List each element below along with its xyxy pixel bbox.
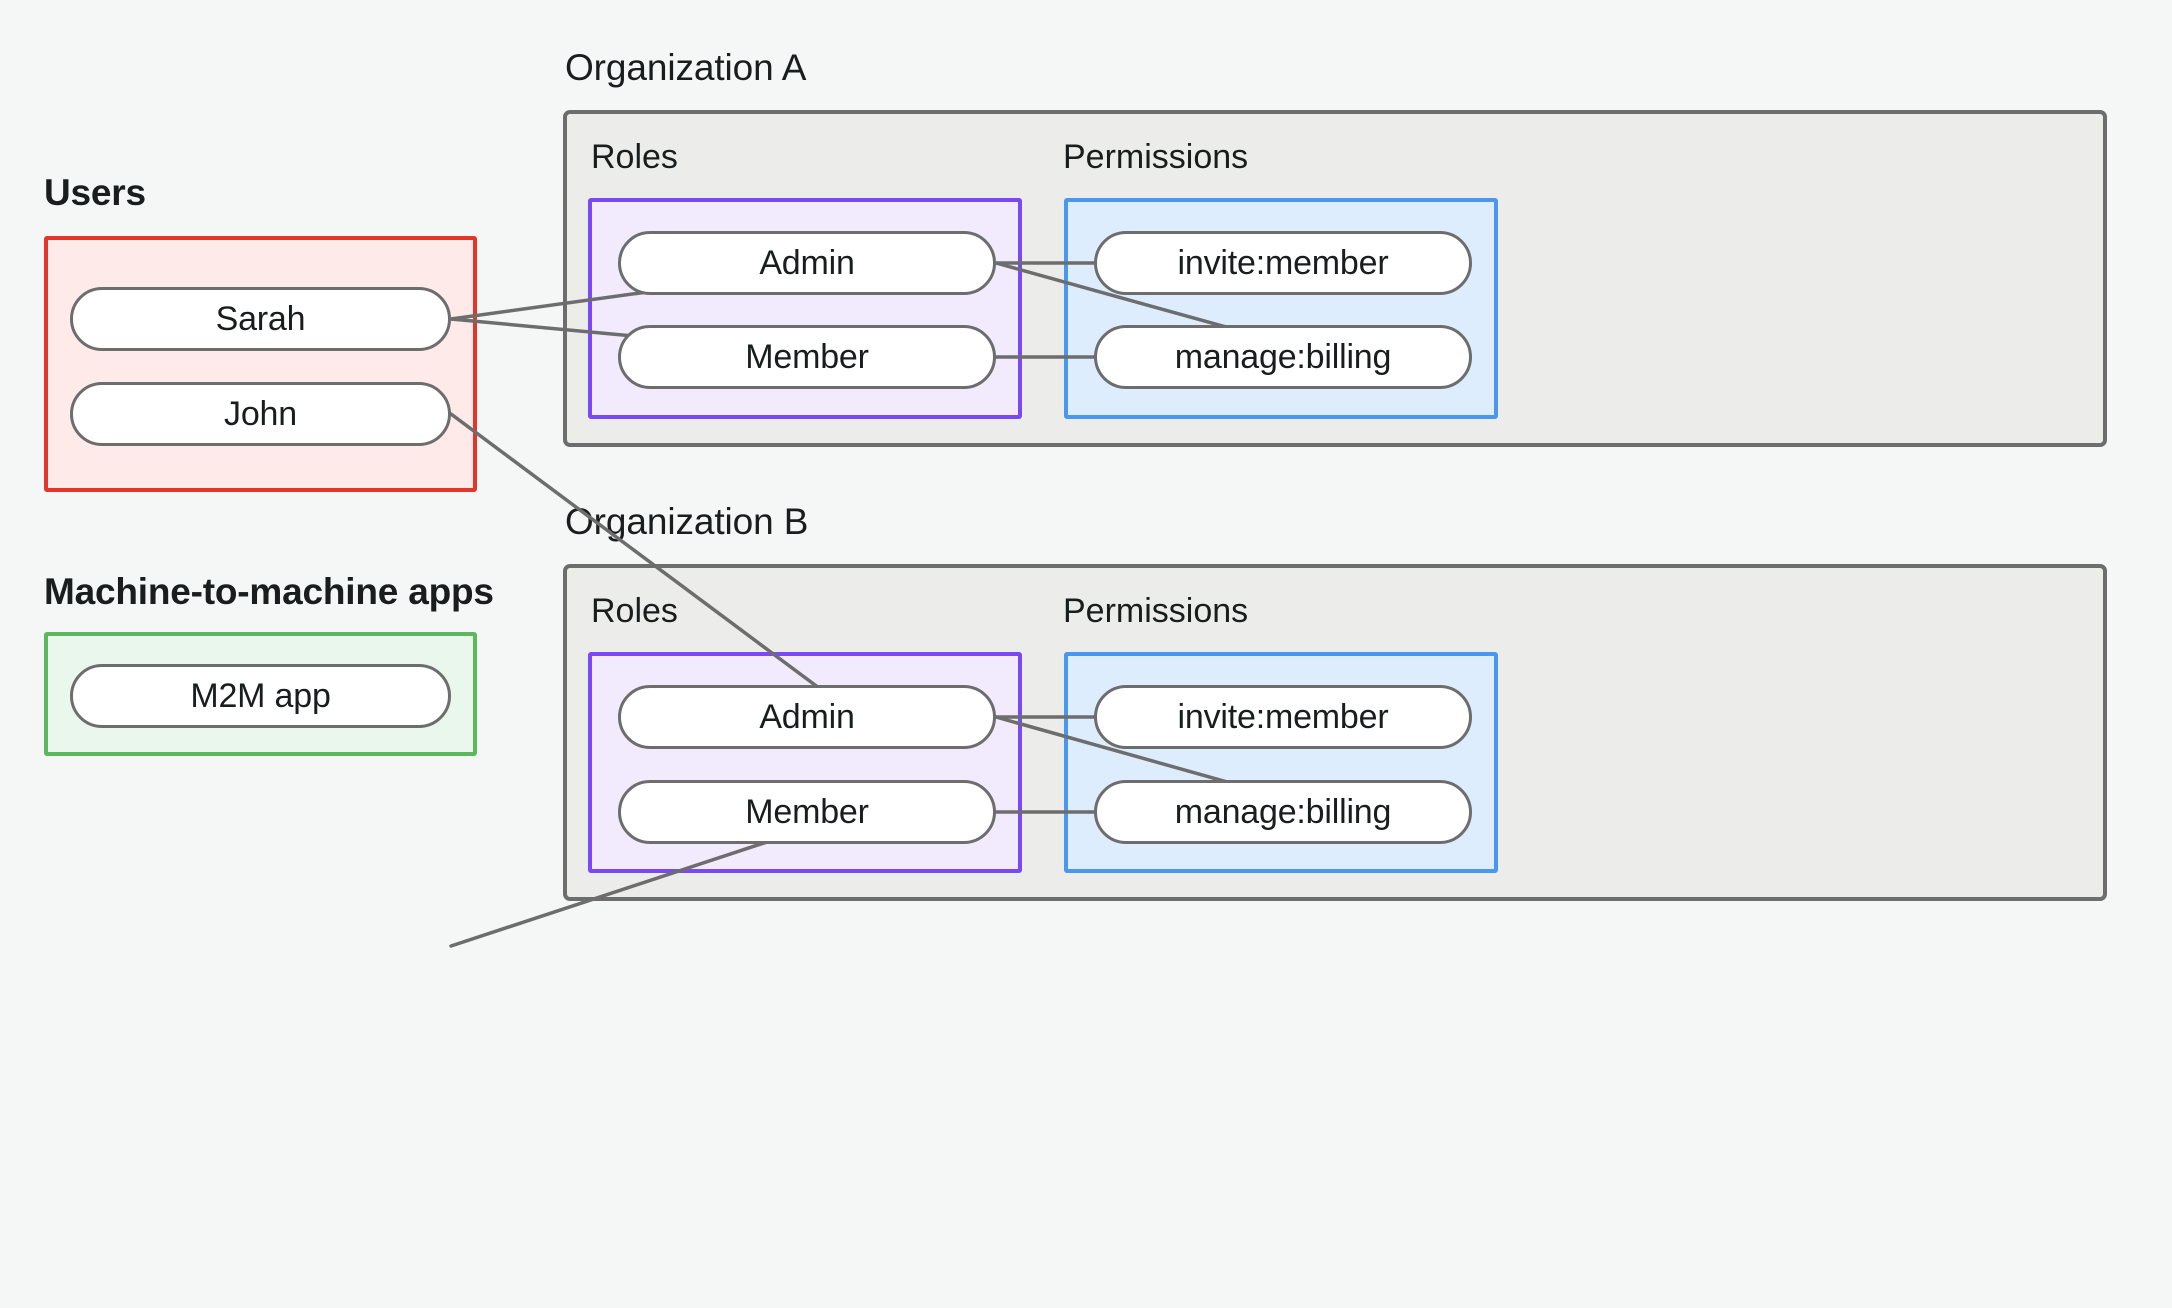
organization-b-role-member[interactable]: Member (618, 780, 996, 844)
user-node-john[interactable]: John (70, 382, 451, 446)
organization-a-permissions-label: Permissions (1063, 138, 1249, 176)
user-node-sarah[interactable]: Sarah (70, 287, 451, 351)
organization-b-permissions-label: Permissions (1063, 592, 1249, 630)
organization-b-permission-manage-billing[interactable]: manage:billing (1094, 780, 1472, 844)
organization-a-permission-invite-member[interactable]: invite:member (1094, 231, 1472, 295)
organization-b-roles-label: Roles (591, 592, 678, 630)
organization-a-label: Organization A (565, 47, 807, 88)
m2m-node-app[interactable]: M2M app (70, 664, 451, 728)
organization-a-permission-manage-billing[interactable]: manage:billing (1094, 325, 1472, 389)
organization-a-roles-label: Roles (591, 138, 678, 176)
organization-b-role-admin[interactable]: Admin (618, 685, 996, 749)
m2m-group-label: Machine-to-machine apps (44, 571, 494, 612)
users-group-label: Users (44, 172, 146, 213)
organization-b-label: Organization B (565, 501, 809, 542)
organization-a-role-admin[interactable]: Admin (618, 231, 996, 295)
organization-b-permission-invite-member[interactable]: invite:member (1094, 685, 1472, 749)
users-group-box[interactable] (44, 236, 477, 492)
organization-a-role-member[interactable]: Member (618, 325, 996, 389)
